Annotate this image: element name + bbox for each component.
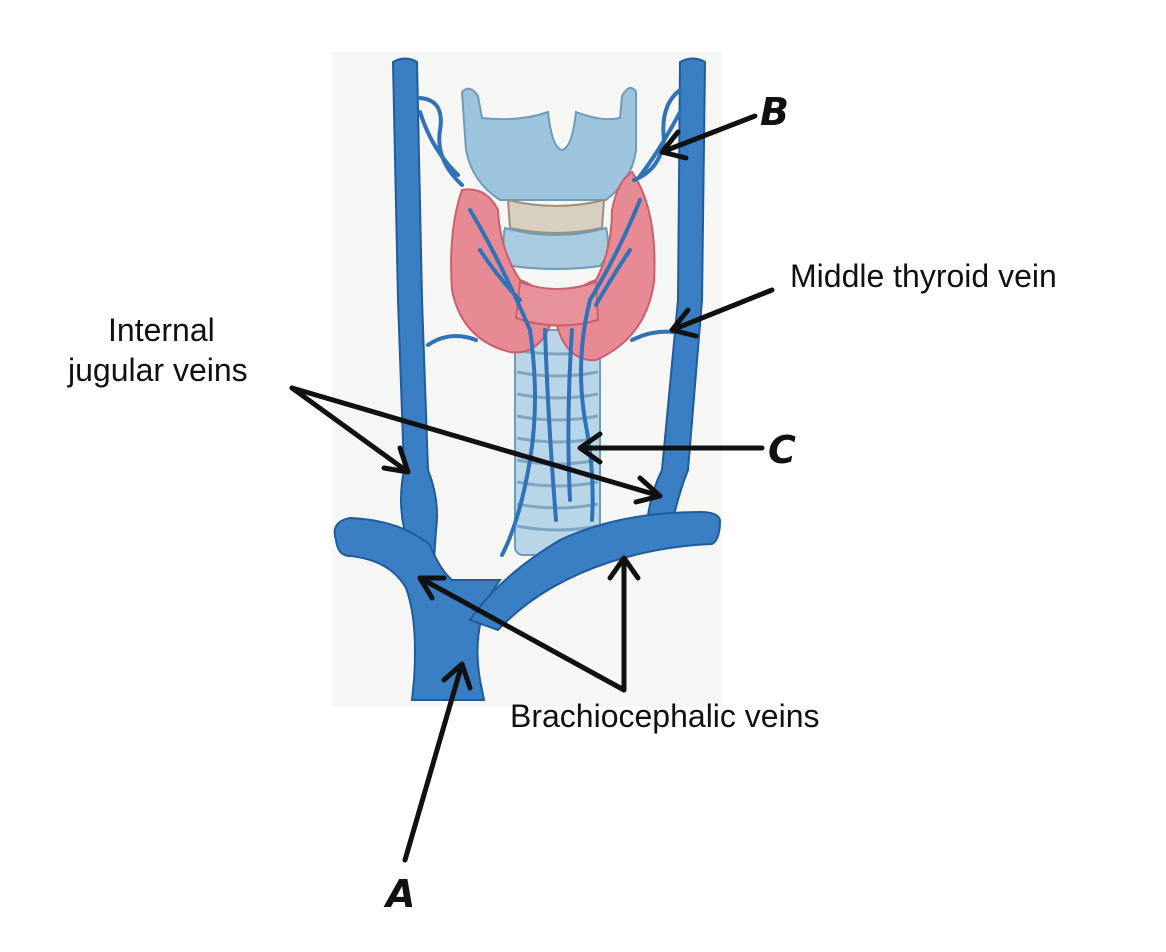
arrow-a bbox=[402, 661, 473, 863]
arrow-middle-thyroid bbox=[669, 287, 775, 339]
thyroid-veins bbox=[418, 88, 682, 557]
arrow-brachiocephalic-right bbox=[607, 555, 641, 693]
arrow-brachiocephalic-left bbox=[417, 575, 627, 693]
brachiocephalic-vein-left bbox=[333, 516, 502, 701]
label-internal-jugular-line2: jugular veins bbox=[68, 352, 248, 388]
arrow-b bbox=[659, 113, 758, 161]
label-letter-a: A bbox=[386, 872, 416, 916]
arrow-internal-jugular-left bbox=[289, 385, 411, 475]
internal-jugular-vein-left bbox=[391, 57, 438, 561]
label-brachiocephalic-veins: Brachiocephalic veins bbox=[510, 698, 820, 734]
label-letter-c: C bbox=[768, 428, 796, 472]
label-internal-jugular-line1: Internal bbox=[108, 312, 215, 348]
label-letter-b: B bbox=[760, 90, 789, 134]
brachiocephalic-vein-right bbox=[468, 510, 722, 632]
veins bbox=[333, 57, 722, 701]
label-middle-thyroid-vein: Middle thyroid vein bbox=[790, 258, 1057, 294]
arrow-internal-jugular-right bbox=[289, 385, 663, 505]
arrow-c bbox=[577, 431, 765, 465]
pointer-arrows bbox=[289, 113, 775, 863]
thyroid-cartilage bbox=[460, 86, 637, 270]
internal-jugular-vein-right bbox=[646, 57, 707, 516]
